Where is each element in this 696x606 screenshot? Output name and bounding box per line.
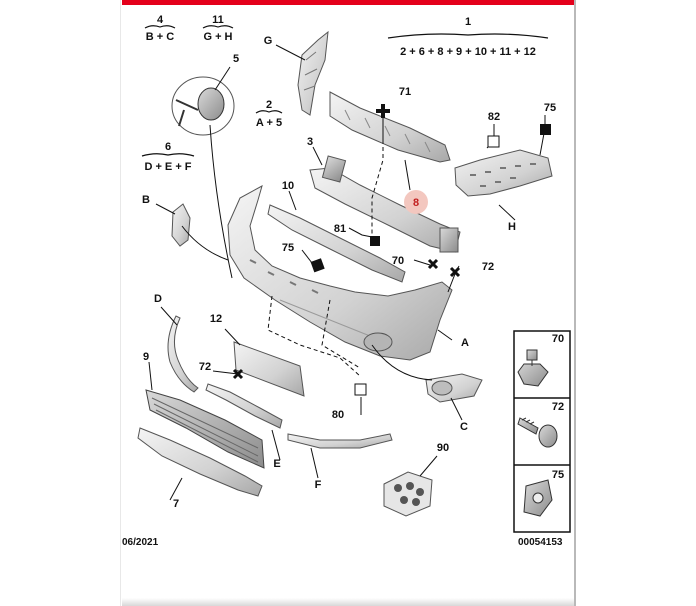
highlight-badge	[404, 190, 428, 214]
part-H-bracket	[454, 149, 553, 197]
callout-72: 72	[482, 261, 494, 273]
callout-70: 70	[392, 255, 404, 267]
callout-90: 90	[437, 442, 449, 454]
legend-70-label: 70	[552, 333, 564, 345]
callout-8: 8	[413, 197, 419, 209]
callout-72-lower: 72	[199, 361, 211, 373]
part-E-trim	[205, 383, 283, 429]
marker-81-square-filled	[370, 236, 380, 246]
bottom-border	[122, 598, 574, 606]
callout-71: 71	[399, 86, 411, 98]
footer-date: 06/2021	[122, 537, 159, 548]
legend-75-label: 75	[552, 469, 564, 481]
callout-75: 75	[544, 102, 556, 114]
part-10-support	[267, 204, 406, 283]
group-11-parts: G + H	[203, 31, 232, 43]
part-C-bezel	[425, 373, 483, 403]
marker-72-cross	[449, 266, 461, 278]
group-2-number: 2	[266, 99, 272, 111]
marker-71-plus	[376, 104, 390, 118]
callout-5: 5	[233, 53, 239, 65]
group-4-parts: B + C	[146, 31, 174, 43]
group-1-number: 1	[465, 16, 471, 28]
callout-80: 80	[332, 409, 344, 421]
callout-A: A	[461, 337, 469, 349]
legend-item-75: 75	[523, 469, 564, 517]
callout-3: 3	[307, 136, 313, 148]
callout-F: F	[315, 479, 322, 491]
callout-9: 9	[143, 351, 149, 363]
brace-icon	[144, 25, 176, 29]
brace-icon	[255, 110, 283, 114]
part-90-clip-kit	[383, 471, 433, 517]
part-B-bracket	[171, 203, 191, 247]
part-7-lip	[137, 427, 263, 497]
footer-reference: 00054153	[518, 537, 563, 548]
part-5-tow-cover	[171, 76, 235, 136]
group-6-number: 6	[165, 141, 171, 153]
marker-70-cross	[427, 258, 439, 270]
part-2-absorber	[329, 91, 451, 163]
brace-icon	[202, 25, 234, 29]
callout-81: 81	[334, 223, 346, 235]
legend-item-70: 70	[517, 333, 564, 387]
part-D-strip	[167, 315, 199, 393]
part-9-grille	[145, 389, 265, 469]
part-12-plate-bracket	[233, 341, 305, 397]
callout-H: H	[508, 221, 516, 233]
group-11-number: 11	[212, 14, 224, 26]
group-1-parts: 2 + 6 + 8 + 9 + 10 + 11 + 12	[400, 46, 536, 58]
legend-72-label: 72	[552, 401, 564, 413]
clip-nut-icon	[523, 479, 553, 517]
right-border	[574, 0, 576, 606]
callout-7: 7	[173, 498, 179, 510]
marker-75-square-filled	[310, 258, 325, 273]
part-3-beam	[309, 155, 461, 253]
callout-75-lower: 75	[282, 242, 294, 254]
callout-12: 12	[210, 313, 222, 325]
callout-E: E	[273, 458, 280, 470]
group-11-header: 11 G + H	[202, 14, 234, 43]
group-4-number: 4	[157, 14, 164, 26]
callout-D: D	[154, 293, 162, 305]
marker-72-cross	[232, 368, 244, 380]
callout-G: G	[264, 35, 273, 47]
left-border	[120, 0, 121, 606]
marker-80-square-open	[354, 383, 367, 396]
fastener-legend: 70 72 75	[513, 330, 571, 533]
callout-10: 10	[282, 180, 294, 192]
group-6-parts: D + E + F	[144, 161, 191, 173]
top-accent-bar	[122, 0, 574, 5]
nut-icon	[517, 349, 549, 387]
callout-82: 82	[488, 111, 500, 123]
screw-icon	[517, 417, 558, 448]
marker-82-square-open	[487, 135, 500, 148]
marker-75-square-filled	[540, 124, 551, 135]
part-G-bracket	[297, 30, 329, 116]
group-2-parts: A + 5	[256, 117, 282, 129]
callout-C: C	[460, 421, 468, 433]
legend-item-72: 72	[517, 401, 564, 448]
brace-icon	[387, 33, 549, 39]
brace-icon	[141, 153, 195, 157]
part-F-strip	[287, 433, 393, 449]
group-4-header: 4 B + C	[144, 14, 176, 43]
group-2-header: 2 A + 5	[255, 99, 283, 129]
callout-B: B	[142, 194, 150, 206]
part-A-bumper	[227, 184, 453, 361]
group-6-header: 6 D + E + F	[141, 141, 195, 173]
group-1-header: 1 2 + 6 + 8 + 9 + 10 + 11 + 12	[387, 16, 549, 58]
